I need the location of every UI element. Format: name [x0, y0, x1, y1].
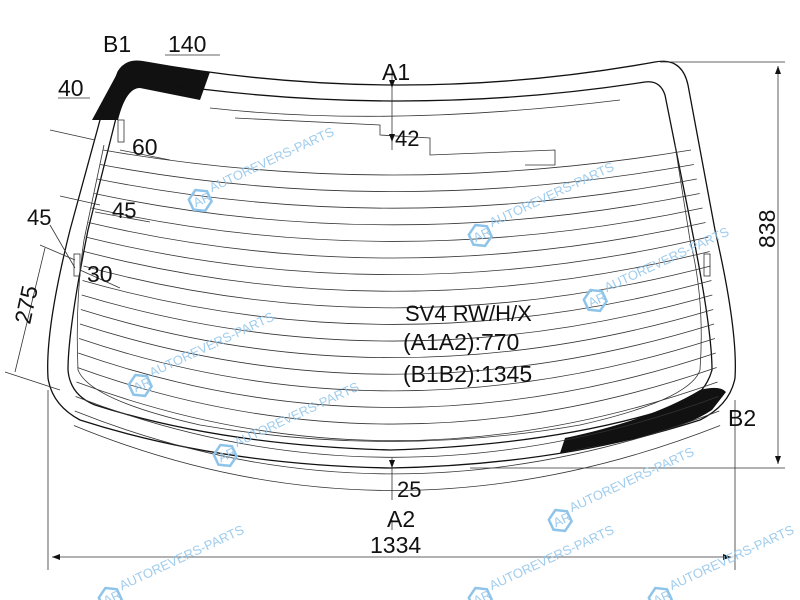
dim-side-45-outer: 45 [27, 205, 51, 230]
antenna-line [234, 117, 556, 166]
dim-width: 1334 [370, 532, 421, 558]
watermark-logo-text: AR [216, 444, 239, 465]
glass-inner-outline [67, 81, 713, 451]
heating-line [102, 149, 692, 176]
heating-line [94, 193, 700, 226]
watermark-logo-text: AR [471, 224, 494, 245]
watermark-logo-icon [127, 373, 154, 398]
watermark-text: AUTOREVERS-PARTS [567, 444, 697, 515]
watermark-logo-icon [187, 188, 214, 213]
watermark-text: AUTOREVERS-PARTS [117, 522, 247, 593]
model-code: SV4 RW/H/X [405, 301, 532, 326]
watermark-text: AUTOREVERS-PARTS [147, 309, 277, 380]
watermark-logo-icon [647, 586, 674, 600]
heating-line [81, 294, 713, 342]
dim-a1a2: (A1A2):770 [403, 329, 519, 355]
heating-line [85, 236, 709, 276]
watermark-text: AUTOREVERS-PARTS [487, 159, 617, 230]
watermark-logo-icon [547, 508, 574, 533]
heating-lines [73, 149, 721, 491]
heating-line [100, 164, 694, 192]
dim-height: 838 [754, 210, 780, 248]
label-a1: A1 [382, 59, 410, 85]
terminal-left-bottom [73, 253, 81, 277]
terminal-left-top [117, 119, 125, 143]
dim-bottom-gap: 25 [397, 477, 421, 502]
terminal-right [703, 253, 711, 277]
watermark-logo-text: AR [131, 374, 154, 395]
label-b2: B2 [728, 405, 756, 431]
watermark-logo-icon [467, 223, 494, 248]
watermark-text: AUTOREVERS-PARTS [602, 224, 732, 295]
label-b1: B1 [103, 31, 131, 57]
antenna-line [209, 99, 621, 117]
dim-side-45-inner: 45 [112, 198, 136, 223]
heating-line [80, 309, 714, 359]
watermark-logo-text: AR [551, 509, 574, 530]
heating-line [75, 396, 719, 458]
heating-line [88, 222, 706, 259]
watermark-logo-icon [97, 586, 124, 600]
heating-line [82, 280, 712, 325]
heating-line [77, 367, 717, 425]
dim-corner-60: 60 [132, 134, 158, 160]
heating-line [73, 425, 721, 491]
dim-b1-side: 40 [58, 75, 84, 101]
watermark-logo-icon [467, 586, 494, 600]
dim-b1b2: (B1B2):1345 [403, 361, 532, 387]
glass-outer-outline [47, 60, 736, 469]
heating-line [83, 265, 711, 309]
ceramic-b2-area [560, 387, 726, 453]
dim-b1-width: 140 [168, 31, 206, 57]
heating-boundary [76, 144, 702, 442]
heating-line [78, 338, 716, 392]
watermark-logo-icon [582, 288, 609, 313]
dimension-lines [4, 54, 785, 570]
watermark-logo-text: AR [586, 289, 609, 310]
heating-line [76, 381, 718, 442]
dimension-arrows [52, 66, 781, 560]
label-a2: A2 [387, 506, 415, 532]
heating-line [78, 352, 716, 408]
dim-side-30: 30 [87, 261, 113, 287]
heating-line [79, 323, 715, 375]
heating-line [74, 410, 720, 475]
heating-line [97, 178, 697, 209]
watermark-logo-text: AR [191, 189, 214, 210]
watermark-text: AUTOREVERS-PARTS [207, 124, 337, 195]
watermark-text: AUTOREVERS-PARTS [667, 522, 797, 593]
heating-line [91, 207, 703, 242]
dim-side-275: 275 [9, 283, 42, 326]
watermark-logo-icon [212, 443, 239, 468]
heating-line [84, 251, 710, 292]
dim-top-gap: 42 [395, 126, 419, 151]
watermark-text: AUTOREVERS-PARTS [487, 522, 617, 593]
